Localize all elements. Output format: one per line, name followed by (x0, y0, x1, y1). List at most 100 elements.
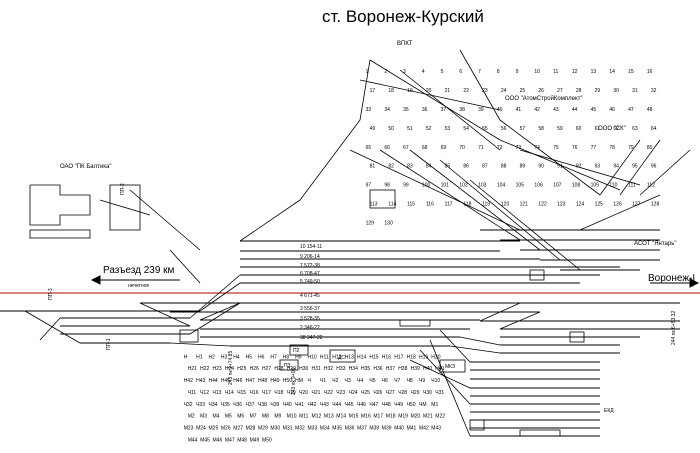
switch-number: 67 (403, 145, 409, 151)
signal-label: Н50 (283, 378, 292, 384)
switch-number: 113 (370, 201, 378, 207)
signal-label: Н45 (221, 378, 230, 384)
signal-label: Н16 (382, 354, 391, 360)
switch-number: 122 (538, 201, 547, 207)
signal-label: Н24 (225, 366, 234, 372)
signal-label: Н48 (258, 378, 267, 384)
svg-text:ПП-1: ПП-1 (106, 338, 112, 350)
switch-number: 19 (407, 88, 413, 94)
signal-label: Н8 (283, 354, 290, 360)
signal-label: Н34 (349, 366, 358, 372)
signal-label: М15 (349, 414, 359, 420)
switch-number: 16 (647, 69, 653, 75)
switch-number: 2 (384, 69, 387, 75)
signal-label: Ч29 (411, 390, 420, 396)
signal-label: Ч37 (246, 402, 255, 408)
svg-text:3 556-37: 3 556-37 (300, 306, 320, 312)
svg-text:ЕКД: ЕКД (604, 408, 614, 414)
signal-label: М48 (237, 437, 247, 443)
switch-number: 128 (651, 201, 660, 207)
signal-label: Ч5 (369, 378, 375, 384)
signal-label: Ч38 (258, 402, 267, 408)
signal-label: М20 (411, 414, 421, 420)
signal-label: Ч2 (332, 378, 338, 384)
switch-number: 107 (553, 183, 562, 189)
switch-number: 30 (613, 88, 619, 94)
switch-number: 89 (520, 164, 526, 170)
switch-number: 70 (459, 145, 465, 151)
switch-number: 76 (572, 145, 578, 151)
signal-label: Н23 (213, 366, 222, 372)
svg-text:2 346-22: 2 346-22 (300, 325, 320, 331)
switch-number: 99 (403, 183, 409, 189)
signal-label: Ч4 (357, 378, 363, 384)
signal-label: М43 (431, 426, 441, 432)
signal-label: Ч41 (295, 402, 304, 408)
signal-label: Н6 (258, 354, 265, 360)
switch-number: 115 (407, 201, 415, 207)
switch-number: 23 (482, 88, 488, 94)
switch-number: 44 (572, 107, 578, 113)
signal-label: М45 (200, 437, 210, 443)
signal-label: М33 (308, 426, 318, 432)
signal-label: Ч25 (361, 390, 370, 396)
switch-number: 38 (459, 107, 465, 113)
svg-text:244 пк 6+53.32: 244 пк 6+53.32 (671, 311, 677, 345)
switch-number: 116 (426, 201, 434, 207)
switch-number: 79 (628, 145, 634, 151)
signal-label: Ч7 (394, 378, 400, 384)
signal-label: Ч33 (196, 402, 205, 408)
signal-label: Ч47 (369, 402, 378, 408)
signal-label: Ч49 (394, 402, 403, 408)
signal-label: Н (184, 354, 188, 360)
signal-label: Н1 (196, 354, 203, 360)
signal-label: Н41 (435, 366, 444, 372)
svg-text:9 206-14: 9 206-14 (300, 254, 320, 260)
signal-label: Н12 (332, 354, 341, 360)
signal-label: Н9 (295, 354, 302, 360)
signal-label: М39 (382, 426, 392, 432)
switch-number: 9 (516, 69, 519, 75)
signal-label: Н35 (361, 366, 370, 372)
switch-number: 65 (366, 145, 372, 151)
svg-text:АСОТ "Янтарь": АСОТ "Янтарь" (634, 241, 676, 247)
switch-number: 80 (647, 145, 653, 151)
switch-number: 43 (553, 107, 559, 113)
switch-number: 41 (516, 107, 522, 113)
signal-label: Н19 (419, 354, 428, 360)
signal-label: М25 (209, 426, 219, 432)
signal-label: Н26 (250, 366, 259, 372)
signal-label: Н36 (373, 366, 382, 372)
switch-number: 114 (388, 201, 396, 207)
signal-label: Н37 (386, 366, 395, 372)
svg-text:5 749-50: 5 749-50 (300, 279, 320, 285)
signal-label: М14 (336, 414, 346, 420)
switch-number: 4 (422, 69, 425, 75)
signal-label: М16 (361, 414, 371, 420)
switch-number: 5 (441, 69, 444, 75)
switch-number: 92 (576, 164, 582, 170)
svg-text:нечетное: нечетное (128, 283, 149, 289)
switch-number: 45 (591, 107, 597, 113)
signal-label: М24 (196, 426, 206, 432)
switch-number: 73 (516, 145, 522, 151)
signal-label: Н13 (345, 354, 354, 360)
switch-number: 13 (591, 69, 597, 75)
signal-label: М4 (213, 414, 220, 420)
switch-number: 8 (497, 69, 500, 75)
switch-number: 27 (557, 88, 563, 94)
switch-number: 25 (520, 88, 526, 94)
signal-label: Ч32 (184, 402, 193, 408)
switch-number: 84 (426, 164, 432, 170)
signal-label: М1 (431, 402, 438, 408)
switch-number: 106 (534, 183, 543, 189)
signal-label: Н46 (233, 378, 242, 384)
signal-label: М26 (221, 426, 231, 432)
switch-number: 82 (388, 164, 394, 170)
switch-number: 33 (366, 107, 372, 113)
signal-label: НМ (295, 378, 303, 384)
main-tracks (0, 229, 700, 437)
svg-text:7 572-38: 7 572-38 (300, 263, 320, 269)
signal-label: Ч22 (324, 390, 333, 396)
